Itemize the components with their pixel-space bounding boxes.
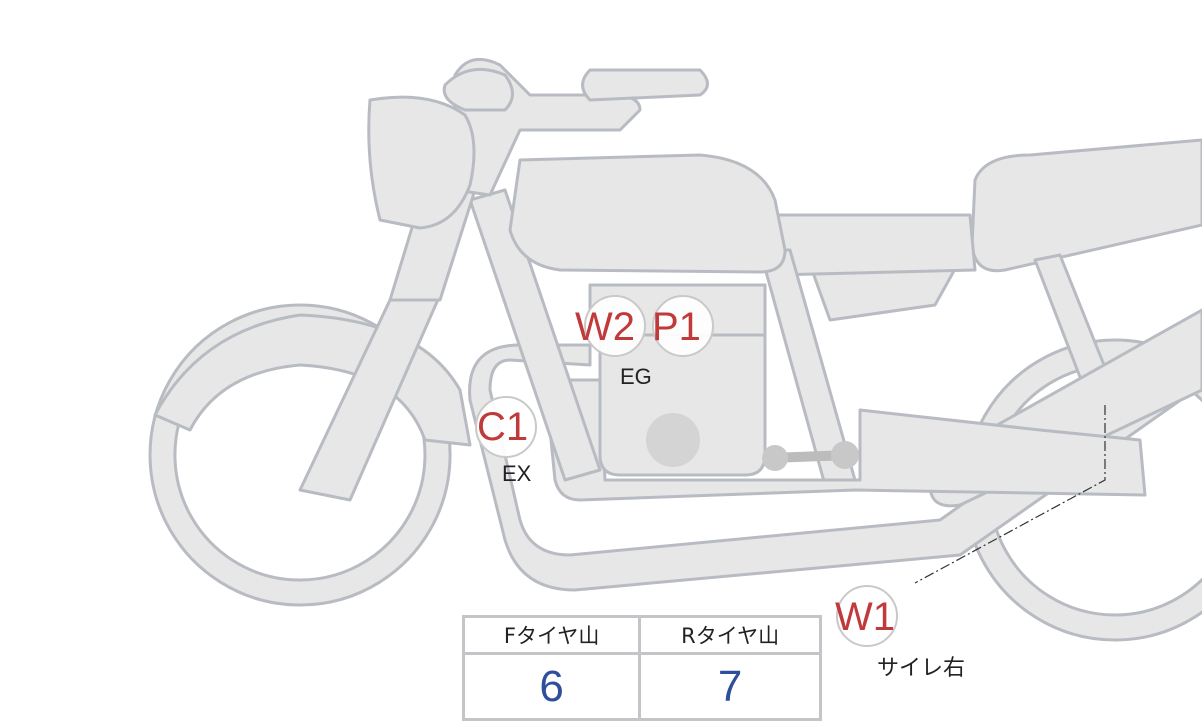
marker-circle (584, 295, 646, 357)
header-rear-tire: Rタイヤ山 (638, 615, 822, 655)
engine-cover (646, 413, 700, 467)
marker-label-eg: EG (620, 364, 652, 389)
fuel-tank (508, 153, 787, 274)
header-front-tire: Fタイヤ山 (461, 615, 642, 655)
marker-label-silencer-right: サイレ右 (877, 655, 966, 680)
handlebar-grip (581, 68, 709, 102)
headlight (367, 95, 476, 230)
footpeg-end (831, 441, 859, 469)
gauge (442, 67, 514, 112)
marker-label-ex: EX (502, 461, 532, 486)
leader-line (914, 405, 1106, 584)
marker-code-w1[interactable]: W1 (835, 595, 895, 639)
value-rear-tire: 7 (638, 652, 822, 721)
front-down-tube (468, 188, 602, 482)
value-front-tire: 6 (461, 652, 642, 721)
frame-rail (768, 213, 977, 277)
seat (970, 138, 1202, 273)
marker-circle (475, 396, 537, 458)
lower-frame (543, 378, 1147, 502)
marker-circle (836, 585, 898, 647)
marker-code-w2[interactable]: W2 (575, 305, 635, 349)
marker-circle (652, 295, 714, 357)
tire-tread-table: Fタイヤ山 Rタイヤ山 6 7 (461, 615, 822, 721)
marker-code-c1[interactable]: C1 (477, 405, 529, 449)
footpeg-end (762, 445, 788, 471)
marker-code-p1[interactable]: P1 (652, 305, 701, 349)
